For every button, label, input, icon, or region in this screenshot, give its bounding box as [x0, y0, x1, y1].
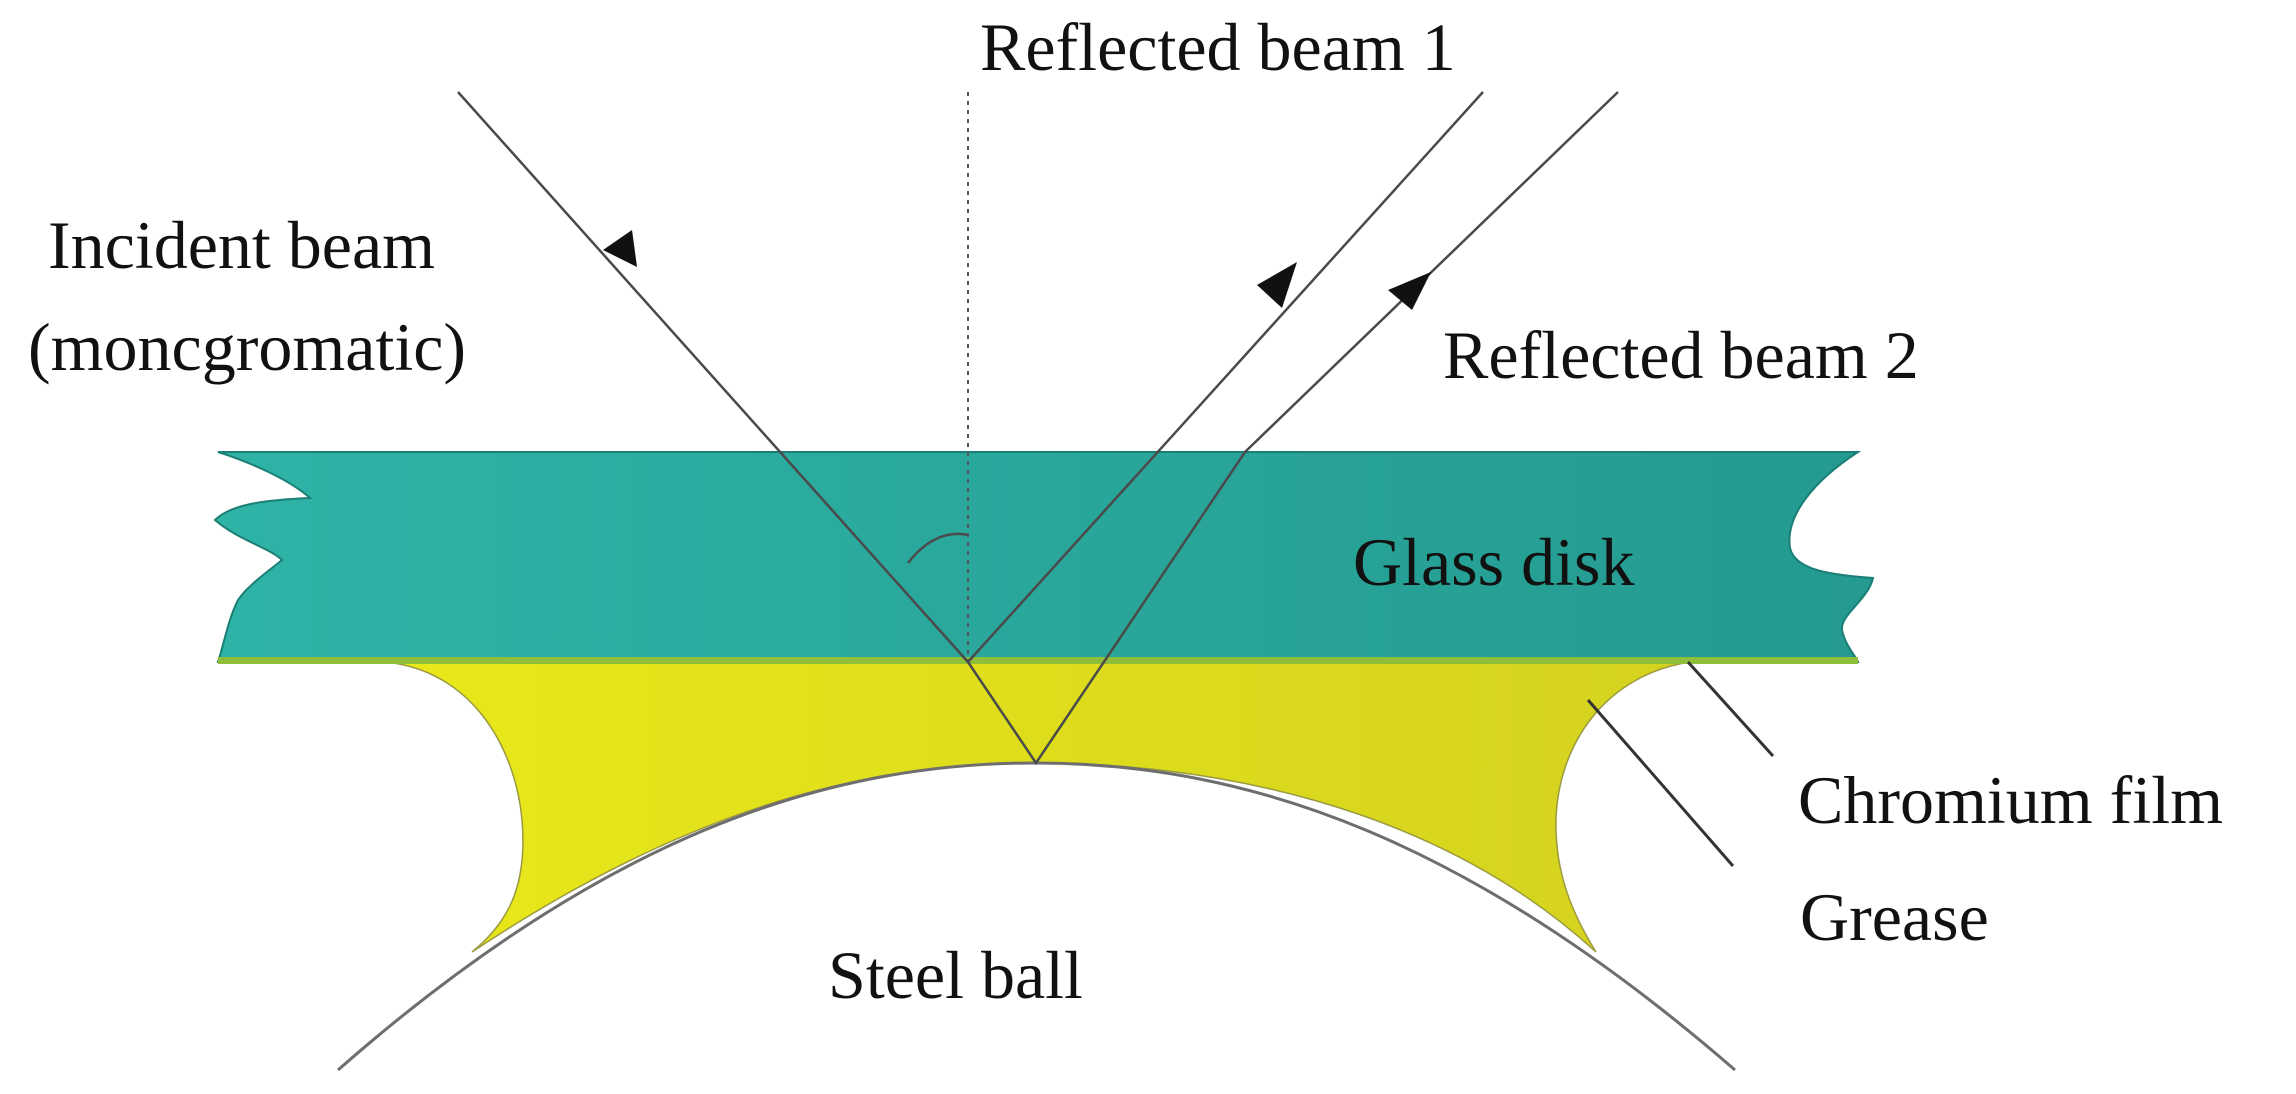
chromium-film-label: Chromium film — [1798, 762, 2223, 838]
glass-disk-label: Glass disk — [1353, 524, 1634, 600]
glass-disk — [213, 451, 1875, 663]
reflected-beam-1-label: Reflected beam 1 — [980, 9, 1456, 85]
reflected-beam-2-label: Reflected beam 2 — [1443, 317, 1919, 393]
chromium-film-leader — [1686, 660, 1775, 758]
reflected-beam-1-arrow — [1257, 262, 1297, 308]
incident-beam — [457, 91, 969, 663]
steel-ball-label: Steel ball — [828, 937, 1083, 1013]
chromium-film — [218, 657, 1858, 664]
incident-beam-arrow — [603, 230, 637, 267]
reflected-beam-2-arrow — [1388, 272, 1431, 310]
incident-beam-sublabel: (moncgromatic) — [28, 309, 466, 385]
reflected-beam-1 — [967, 91, 1484, 663]
grease-layer — [384, 661, 1691, 953]
incident-beam-label: Incident beam — [48, 207, 435, 283]
grease-label: Grease — [1800, 879, 1989, 955]
reflected-beam-2 — [966, 91, 1619, 766]
incidence-angle-arc — [907, 532, 969, 564]
grease-leader — [1586, 699, 1735, 867]
